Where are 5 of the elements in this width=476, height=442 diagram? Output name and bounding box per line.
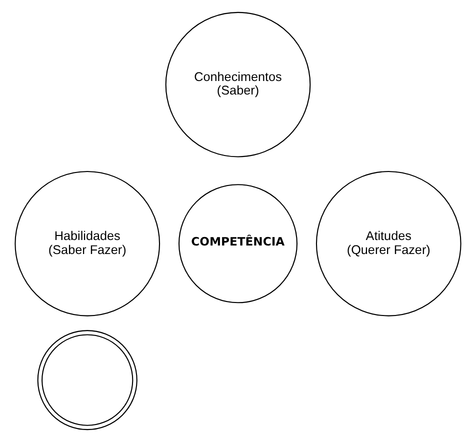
node-circle — [37, 330, 138, 430]
node-circle: Atitudes (Querer Fazer) — [316, 170, 462, 316]
node-circle: COMPETÊNCIA — [178, 184, 298, 304]
node-circle: Conhecimentos (Saber) — [165, 12, 311, 158]
node-circle: Habilidades (Saber Fazer) — [14, 170, 160, 316]
